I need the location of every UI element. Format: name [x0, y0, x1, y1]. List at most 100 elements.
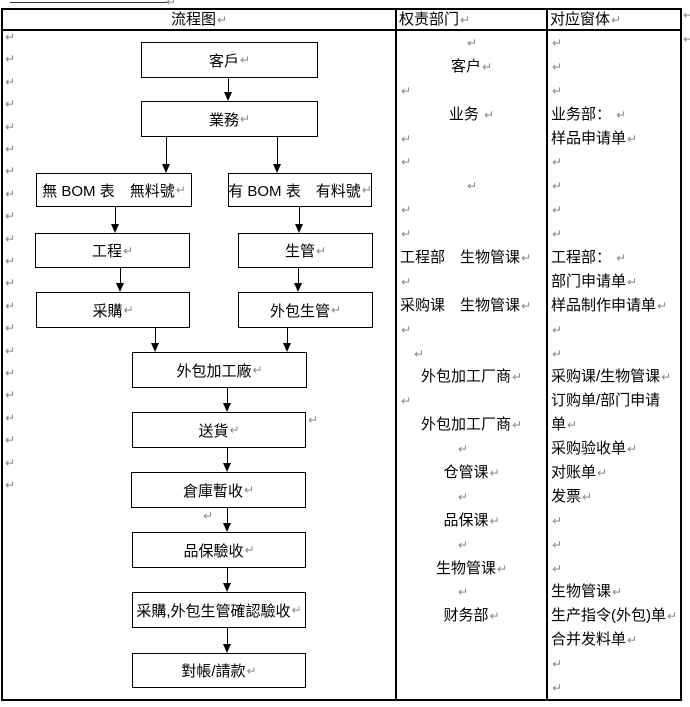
form-line[interactable]: ↵ [548, 198, 681, 222]
form-line[interactable]: ↵ [548, 174, 681, 198]
form-line[interactable]: ↵ [548, 150, 681, 174]
paragraph-mark: ↵ [315, 243, 327, 258]
flowchart-box-label: 倉庫暫收 [182, 482, 243, 500]
department-line[interactable]: 财务部↵ [397, 604, 546, 628]
form-line[interactable]: 业务部： ↵ [548, 103, 681, 127]
department-line[interactable]: 外包加工厂商↵ [397, 413, 546, 437]
department-line[interactable]: ↵ [397, 198, 546, 222]
department-line[interactable]: ↵ [397, 437, 546, 461]
department-line[interactable]: 仓管课↵ [397, 461, 546, 485]
form-line[interactable]: ↵ [548, 222, 681, 246]
header-flowchart-cell[interactable]: 流程图↵ [3, 10, 395, 29]
department-line[interactable]: ↵ [397, 150, 546, 174]
flow-arrow-head-icon [222, 583, 231, 592]
paragraph-mark: ↵ [552, 657, 563, 672]
paragraph-mark: ↵ [552, 537, 563, 552]
form-line[interactable]: 样品制作申请单↵ [548, 294, 681, 318]
paragraph-mark: ↵ [552, 36, 563, 50]
form-line[interactable]: 部门申请单↵ [548, 270, 681, 294]
flowchart-box-has-bom[interactable]: 有 BOM 表 有料號↵ [228, 173, 372, 207]
flowchart-box-engineering[interactable]: 工程↵ [35, 233, 190, 268]
form-line[interactable]: ↵ [548, 318, 681, 342]
department-line[interactable]: ↵ [397, 580, 546, 604]
paragraph-mark: ↵ [521, 298, 532, 313]
form-line[interactable]: 合并发料单↵ [548, 628, 681, 652]
form-line[interactable]: ↵ [548, 533, 681, 557]
form-line[interactable]: ↵ [548, 79, 681, 103]
form-line[interactable]: ↵ [548, 55, 681, 79]
form-line[interactable]: 对账单↵ [548, 461, 681, 485]
department-line[interactable]: 客户↵ [397, 55, 546, 79]
department-line[interactable]: ↵ [397, 533, 546, 557]
header-departments-cell[interactable]: 权责部门↵ [399, 10, 544, 29]
department-line[interactable]: ↵ [397, 389, 546, 413]
form-text: 生产指令(外包)单 [551, 607, 666, 625]
flowchart-box-reconciliation[interactable]: 對帳/請款↵ [132, 653, 306, 688]
paragraph-mark: ↵ [229, 423, 240, 437]
department-line[interactable]: ↵ [397, 31, 546, 55]
department-line[interactable]: ↵ [397, 485, 546, 509]
paragraph-mark: ↵ [582, 489, 593, 504]
form-line[interactable]: ↵ [548, 31, 681, 55]
department-line[interactable]: 外包加工厂商↵ [397, 365, 546, 389]
department-line[interactable]: ↵ [397, 270, 546, 294]
flow-arrow-line [286, 328, 288, 344]
flow-arrow-line [154, 328, 156, 344]
department-line[interactable]: 业务 ↵ [397, 103, 546, 127]
department-line[interactable]: ↵ [397, 127, 546, 151]
flowchart-box-outsourcing-control[interactable]: 外包生管↵ [238, 292, 373, 328]
department-line[interactable]: ↵ [397, 79, 546, 103]
form-line[interactable]: 采购课/生物管课↵ [548, 365, 681, 389]
form-line[interactable]: ↵ [548, 342, 681, 366]
form-text: 单 [551, 416, 567, 434]
flowchart-box-qa-acceptance[interactable]: 品保驗收↵ [132, 532, 306, 568]
flowchart-box-outsourcing-factory[interactable]: 外包加工廠↵ [132, 352, 307, 388]
flow-arrow-head-icon [293, 283, 302, 292]
form-line[interactable]: 工程部： ↵ [548, 246, 681, 270]
paragraph-mark: ↵ [511, 370, 523, 385]
form-line[interactable]: 发票↵ [548, 485, 681, 509]
flowchart-box-label: 采購 [92, 302, 123, 320]
department-line[interactable]: 工程部 生物管课↵ [397, 246, 546, 270]
paragraph-mark: ↵ [5, 52, 16, 67]
form-line[interactable]: 单↵ [548, 413, 681, 437]
table-column-divider-2 [546, 8, 548, 701]
form-line[interactable]: 生物管课↵ [548, 580, 681, 604]
paragraph-mark: ↵ [216, 13, 228, 27]
department-line[interactable]: ↵ [397, 222, 546, 246]
flowchart-box-customer[interactable]: 客戶↵ [141, 42, 318, 78]
paragraph-mark: ↵ [5, 276, 16, 291]
paragraph-mark: ↵ [166, 0, 177, 9]
flowchart-box-confirm-acceptance[interactable]: 采購,外包生管確認驗收↵ [132, 592, 306, 628]
form-line[interactable]: ↵ [548, 652, 681, 676]
paragraph-mark: ↵ [458, 489, 469, 504]
form-text: 采购课/生物管课 [551, 368, 661, 386]
form-line[interactable]: 订购单/部门申请 [548, 389, 681, 413]
flowchart-box-no-bom[interactable]: 無 BOM 表 無料號↵ [36, 173, 192, 207]
form-line[interactable]: 样品申请单↵ [548, 127, 681, 151]
department-line[interactable]: 生物管课↵ [397, 557, 546, 581]
flowchart-box-business[interactable]: 業務 ↵ [141, 101, 318, 137]
paragraph-mark: ↵ [175, 183, 186, 197]
flowchart-box-production-control[interactable]: 生管↵ [238, 233, 373, 268]
form-line[interactable]: 生产指令(外包)单↵ [548, 604, 681, 628]
flowchart-box-warehouse-receipt[interactable]: 倉庫暫收↵ [131, 472, 306, 508]
department-line[interactable]: ↵ [397, 342, 546, 366]
paragraph-mark: ↵ [401, 322, 412, 337]
paragraph-mark: ↵ [612, 585, 623, 600]
paragraph-mark: ↵ [611, 13, 622, 27]
department-line[interactable]: ↵ [397, 318, 546, 342]
form-line[interactable]: 采购验收单↵ [548, 437, 681, 461]
department-line[interactable]: 品保课↵ [397, 509, 546, 533]
form-line[interactable]: ↵ [548, 509, 681, 533]
paragraph-mark: ↵ [5, 321, 16, 336]
header-forms-cell[interactable]: 对应窗体↵ [550, 10, 678, 29]
flowchart-box-delivery[interactable]: 送貨↵ [132, 412, 306, 448]
department-text: 仓管课 [443, 464, 489, 482]
form-line[interactable]: ↵ [548, 557, 681, 581]
form-line[interactable]: ↵ [548, 676, 681, 700]
flowchart-box-label: 客戶 [208, 52, 239, 70]
department-line[interactable]: 采购课 生物管课↵ [397, 294, 546, 318]
flowchart-box-purchasing[interactable]: 采購↵ [36, 292, 190, 328]
department-line[interactable]: ↵ [397, 174, 546, 198]
